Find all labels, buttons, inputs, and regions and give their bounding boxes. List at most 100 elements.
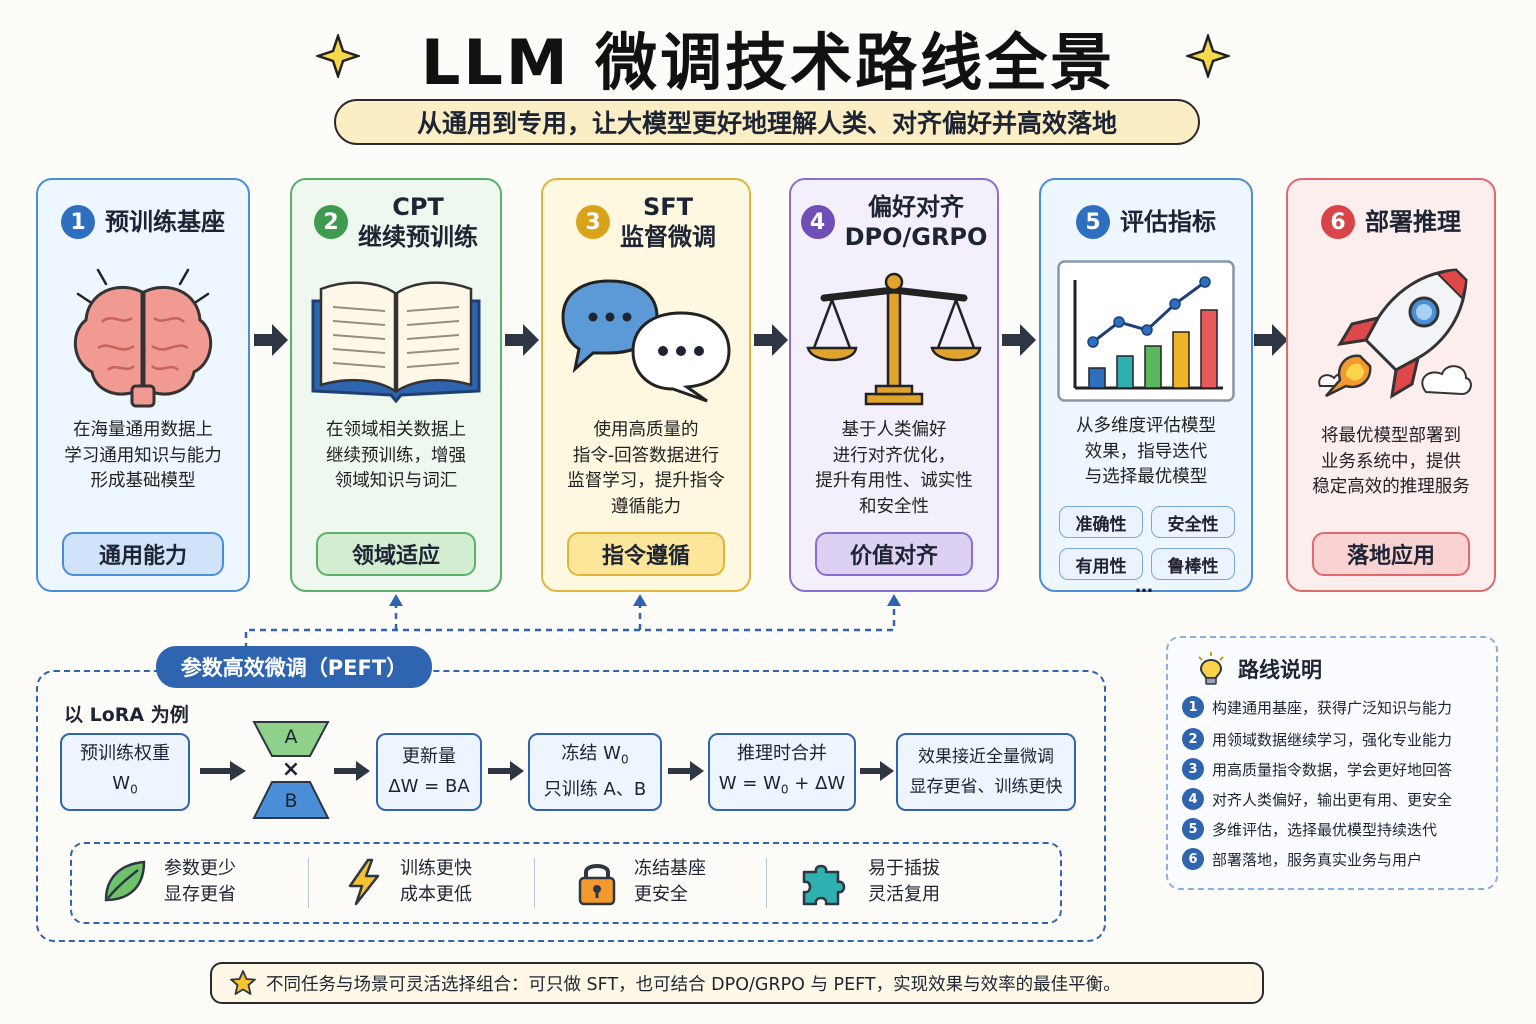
step-formula: 显存更省、训练更快 [909,777,1063,797]
flow-arrow-icon [505,324,539,356]
chart-icon [1057,260,1235,402]
peft-benefits-panel [70,842,1062,924]
card-desc-line: 稳定高效的推理服务 [1312,477,1470,497]
capability-tag: 领域适应 [316,532,476,576]
flow-arrow-icon [1002,324,1036,356]
lock-icon [578,864,616,906]
flow-arrow-icon [200,761,246,781]
legend-text: 部署落地，服务真实业务与用户 [1212,850,1423,869]
card-desc-line: 与选择最优模型 [1084,467,1208,487]
lora-example-label: 以 LoRA 为例 [64,704,189,726]
more-ellipsis: … [1135,576,1153,597]
step-number: 3 [576,205,610,239]
metric-chip: 准确性 [1059,506,1143,538]
step-label: 冻结 W0 [561,743,629,767]
legend-number: 1 [1182,696,1204,718]
legend-item: 5 多维评估，选择最优模型持续迭代 [1182,818,1437,840]
card-desc-line: 在海量通用数据上 [73,420,213,440]
sparkle-icon [316,34,360,78]
lora-step-freeze: 冻结 W0 只训练 A、B [528,733,662,811]
legend-number: 4 [1182,788,1204,810]
legend-item: 1 构建通用基座，获得广泛知识与能力 [1182,696,1452,718]
sparkle-icon [1186,34,1230,78]
lora-step-result: 效果接近全量微调 显存更省、训练更快 [896,733,1076,811]
benefit-item: 易于插拔灵活复用 [800,856,940,908]
benefit-label: 冻结基座 [634,858,706,879]
lora-step-pretrained-weights: 预训练权重 W0 [60,733,190,811]
legend-text: 多维评估，选择最优模型持续迭代 [1212,820,1438,839]
step-formula: 只训练 A、B [543,778,647,800]
step-formula: W0 [112,773,138,797]
flow-arrow-icon [254,324,288,356]
matrix-b-label: B [284,790,298,812]
legend-text: 构建通用基座，获得广泛知识与能力 [1212,698,1453,717]
step-label: 效果接近全量微调 [918,747,1054,767]
card-desc-line: 学习通用知识与能力 [64,445,222,466]
card-desc-line: 指令-回答数据进行 [572,445,720,466]
benefit-item: 训练更快成本更低 [344,856,472,908]
flow-arrow-icon [488,761,524,781]
capability-tag: 指令遵循 [567,532,725,576]
legend-item: 3 用高质量指令数据，学会更好地回答 [1182,758,1452,780]
card-desc-line: 继续预训练，增强 [326,445,466,466]
scale-icon [806,272,982,406]
legend-number: 5 [1182,818,1204,840]
card-desc-line: 效果，指导迭代 [1084,441,1208,462]
legend-title: 路线说明 [1196,652,1322,686]
card-desc-line: 提升有用性、诚实性 [815,471,973,491]
card-title: 评估指标 [1120,208,1216,236]
flow-arrow-icon [1254,324,1288,356]
card-title: 预训练基座 [105,208,225,236]
footer-text: 不同任务与场景可灵活选择组合：可只做 SFT，也可结合 DPO/GRPO 与 P… [266,974,1121,995]
benefit-item: 冻结基座更安全 [576,856,706,908]
page-title: LLM 微调技术路线全景 [420,26,1116,99]
card-desc-line: 进行对齐优化， [832,445,956,466]
brain-icon [73,268,213,408]
step-number: 5 [1076,205,1110,239]
legend-number: 3 [1182,758,1204,780]
card-title: 监督微调 [620,223,716,251]
metric-chip: 鲁棒性 [1151,548,1235,580]
benefit-label: 灵活复用 [868,884,940,905]
step-number: 4 [800,205,835,239]
card-title: CPT [392,193,444,221]
card-desc-line: 基于人类偏好 [841,420,947,440]
capability-tag: 价值对齐 [815,532,973,576]
benefit-label: 易于插拔 [868,858,940,879]
card-desc-line: 形成基础模型 [90,471,196,491]
chat-bubbles-icon [561,279,731,403]
subtitle-banner: 从通用到专用，让大模型更好地理解人类、对齐偏好并高效落地 [334,99,1200,145]
step-number: 2 [314,205,348,239]
card-desc-line: 将最优模型部署到 [1321,426,1461,446]
footer-note: 不同任务与场景可灵活选择组合：可只做 SFT，也可结合 DPO/GRPO 与 P… [210,962,1264,1004]
legend-text: 用领域数据继续学习，强化专业能力 [1212,730,1453,749]
card-desc-line: 和安全性 [859,496,929,517]
divider [534,858,535,908]
flow-arrow-icon [860,761,894,781]
benefit-label: 参数更少 [164,858,236,879]
matrix-a-label: A [284,726,298,748]
legend-text: 用高质量指令数据，学会更好地回答 [1212,760,1453,779]
matrix-shapes [252,721,330,819]
rocket-icon [1318,268,1472,399]
benefit-label: 训练更快 [400,858,472,879]
peft-title: 参数高效微调（PEFT） [156,646,432,688]
card-desc-line: 业务系统中，提供 [1321,451,1461,472]
card-title: 偏好对齐 [867,193,964,221]
times-sign: × [281,757,301,782]
card-title: 部署推理 [1365,208,1461,236]
lora-step-merge: 推理时合并 W = W0 + ΔW [708,733,856,811]
star-icon [230,970,256,995]
step-formula: ΔW = BA [388,776,470,797]
metric-chip: 有用性 [1059,548,1143,580]
flow-arrow-icon [334,761,370,781]
lightbulb-icon [1198,652,1224,685]
benefit-label: 显存更省 [164,884,236,905]
